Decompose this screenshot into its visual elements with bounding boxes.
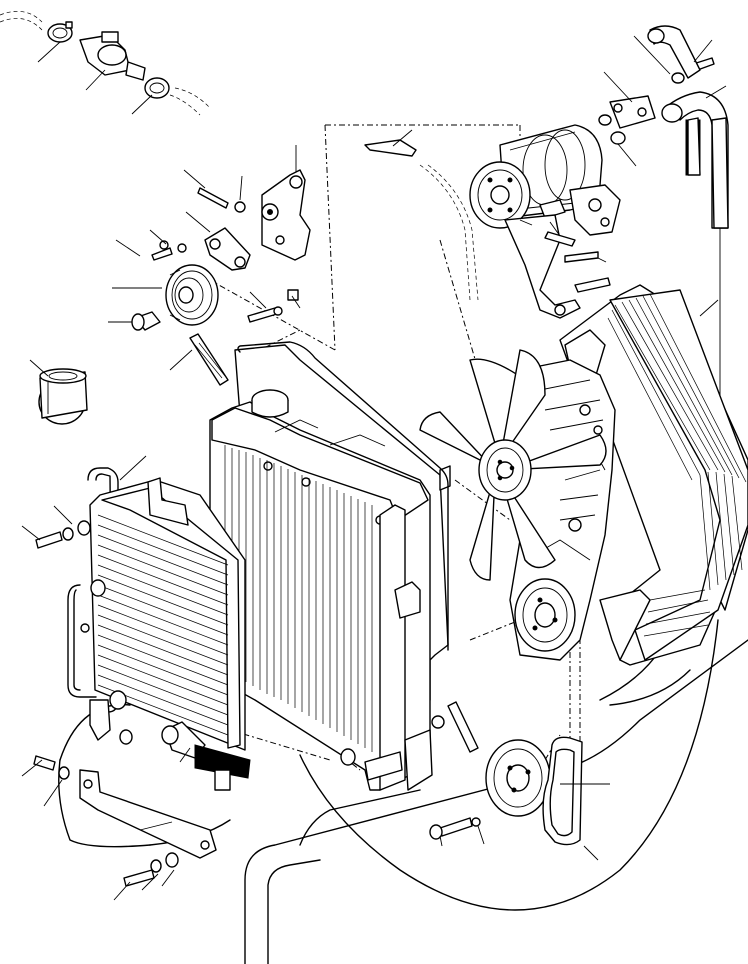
cooler-hose <box>119 721 251 791</box>
callout-leaders <box>21 35 727 901</box>
pulley-bolt <box>131 311 161 331</box>
fan-shroud-seal <box>237 341 449 651</box>
idler-arm <box>204 227 251 271</box>
idler-bracket <box>261 169 311 261</box>
cooler-fasteners <box>33 520 179 887</box>
hose-valve-assembly <box>0 10 211 116</box>
cooler-support-bracket <box>79 699 217 859</box>
water-pump-pulley-upper <box>514 578 576 652</box>
hose-clamp-lower <box>144 77 170 99</box>
oil-cooler-core <box>97 514 229 736</box>
fan-belt <box>542 736 583 846</box>
idler-fasteners <box>151 187 299 323</box>
oil-cooler <box>67 467 246 751</box>
spacer-bushing <box>38 368 88 425</box>
cooling-fan <box>419 349 607 581</box>
idler-pulley <box>165 264 219 326</box>
dipstick-rod <box>364 139 479 301</box>
water-pump-pulley <box>429 739 551 840</box>
fan-guard <box>559 284 748 666</box>
v-belt-short <box>189 333 229 386</box>
hose-clamp-upper <box>47 21 73 43</box>
radiator <box>209 344 451 791</box>
fan-belt-loop <box>299 619 719 911</box>
ac-hoses <box>647 25 729 600</box>
inline-valve <box>79 31 146 81</box>
hose-fittings <box>598 57 715 145</box>
belt-segment <box>447 701 479 753</box>
